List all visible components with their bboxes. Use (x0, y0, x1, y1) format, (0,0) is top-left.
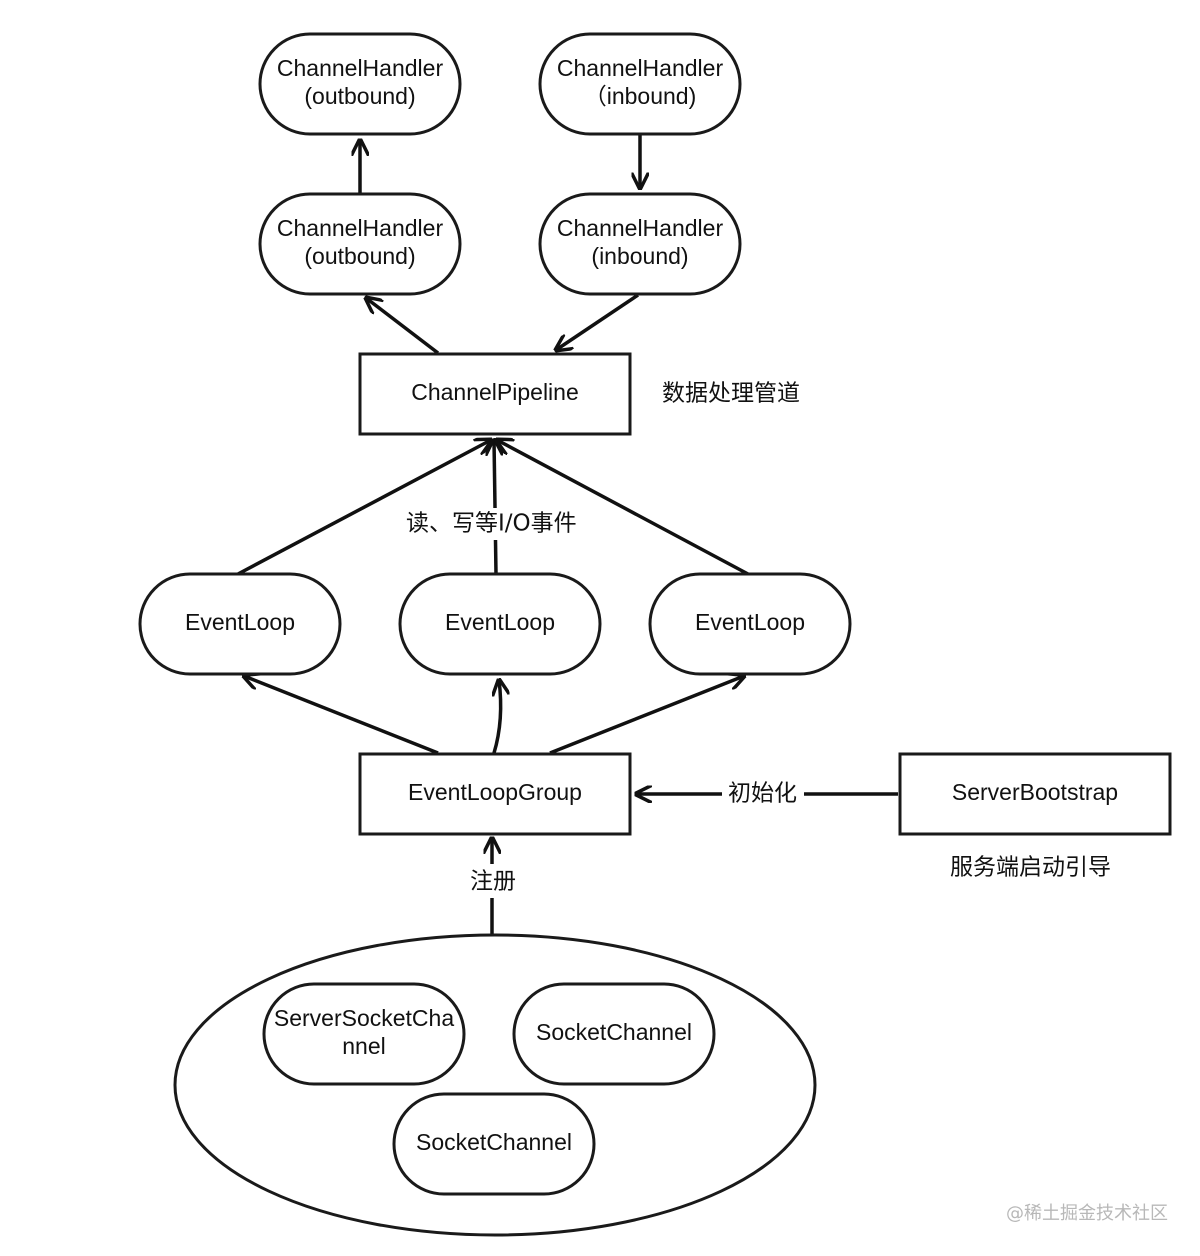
handler-outbound-mid-shape (258, 192, 462, 296)
handler-outbound-top-line2: (outbound) (304, 83, 415, 109)
handler-outbound-mid-line1: ChannelHandler (277, 215, 444, 241)
init-label: 初始化 (728, 781, 797, 807)
socket-channel-bottom-label: SocketChannel (416, 1129, 572, 1155)
server-bootstrap-label: ServerBootstrap (952, 779, 1118, 805)
edge-eventloop-right-to-pipeline (497, 440, 749, 576)
edge-group-to-eventloop-right (549, 676, 744, 755)
handler-inbound-mid-shape (538, 192, 742, 296)
eventloop-left-shape (138, 572, 342, 676)
server-socket-channel-line2: nnel (342, 1033, 385, 1059)
edge-eventloop-left-to-pipeline (237, 440, 491, 576)
edges (237, 134, 898, 934)
bootstrap-caption: 服务端启动引导 (950, 855, 1111, 881)
register-label: 注册 (470, 869, 516, 895)
channel-pipeline-shape (358, 352, 632, 436)
server-bootstrap: ServerBootstrap (898, 752, 1172, 836)
handler-inbound-mid-line2: (inbound) (591, 243, 688, 269)
handler-inbound-top-line1: ChannelHandler (557, 55, 724, 81)
server-socket-channel-shape (262, 982, 466, 1086)
socket-channel-right-shape (512, 982, 716, 1086)
edge-inbound-to-pipeline (556, 293, 639, 350)
eventloop-center-shape (398, 572, 602, 676)
io-events-label: 读、写等I/O事件 (406, 511, 577, 537)
edge-pipeline-to-outbound (366, 298, 440, 355)
eventloop-left: EventLoop (138, 572, 342, 676)
eventloop-right-shape (648, 572, 852, 676)
edge-eventloop-center-to-pipeline (494, 440, 496, 575)
channels-container: ServerSocketCha nnel SocketChannel Socke… (173, 933, 817, 1237)
handler-outbound-top: ChannelHandler (outbound) (258, 32, 462, 136)
edge-group-to-eventloop-center (494, 680, 501, 754)
eventloop-center-label: EventLoop (445, 609, 555, 635)
server-socket-channel-line1: ServerSocketCha (274, 1005, 454, 1031)
handler-inbound-top-shape (538, 32, 742, 136)
handler-inbound-mid-line1: ChannelHandler (557, 215, 724, 241)
handler-inbound-top-line2: （inbound) (584, 83, 697, 109)
socket-channel-right-label: SocketChannel (536, 1019, 692, 1045)
handler-outbound-mid: ChannelHandler (outbound) (258, 192, 462, 296)
watermark: @稀土掘金技术社区 (1006, 1203, 1168, 1224)
eventloop-center: EventLoop (398, 572, 602, 676)
eventloop-group: EventLoopGroup (358, 752, 632, 836)
channel-pipeline: ChannelPipeline (358, 352, 632, 436)
handler-outbound-top-line1: ChannelHandler (277, 55, 444, 81)
handler-outbound-top-shape (258, 32, 462, 136)
register-label-bg (466, 864, 520, 898)
handler-inbound-top: ChannelHandler （inbound) (538, 32, 742, 136)
eventloop-group-shape (358, 752, 632, 836)
server-bootstrap-shape (898, 752, 1172, 836)
socket-channel-bottom-shape (392, 1092, 596, 1196)
handler-inbound-mid: ChannelHandler (inbound) (538, 192, 742, 296)
io-events-label-bg (402, 508, 586, 540)
eventloop-group-label: EventLoopGroup (408, 779, 582, 805)
pipeline-caption: 数据处理管道 (662, 381, 800, 407)
eventloop-right-label: EventLoop (695, 609, 805, 635)
channel-pipeline-label: ChannelPipeline (411, 379, 579, 405)
init-label-bg (722, 776, 804, 812)
eventloop-left-label: EventLoop (185, 609, 295, 635)
eventloop-right: EventLoop (648, 572, 852, 676)
handler-outbound-mid-line2: (outbound) (304, 243, 415, 269)
edge-group-to-eventloop-left (244, 676, 439, 755)
